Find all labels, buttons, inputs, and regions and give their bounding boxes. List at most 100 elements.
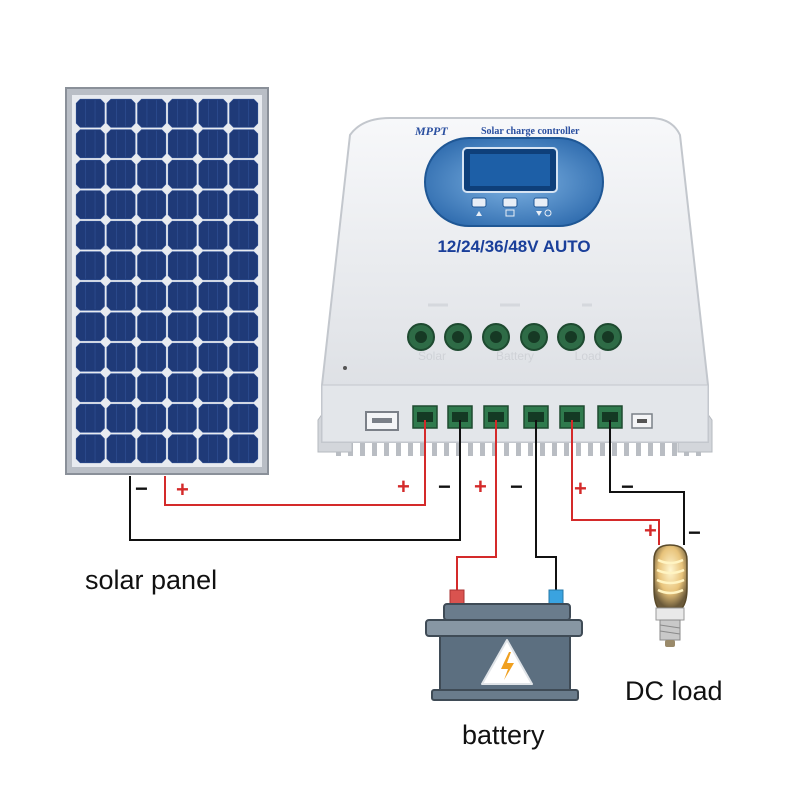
heatsink-fin	[396, 440, 401, 456]
heatsink-fin	[480, 440, 485, 456]
solar-cell	[137, 281, 167, 311]
round-terminal-hole	[490, 331, 502, 343]
solar-cell	[75, 98, 105, 128]
solar-cell	[198, 190, 228, 220]
menu-button	[502, 197, 518, 208]
solar-cell	[198, 281, 228, 311]
solar-cell	[75, 129, 105, 159]
battery-output-positive-sign: +	[474, 474, 487, 499]
wire-solar-negative	[129, 420, 461, 541]
screw-terminal-slot	[602, 412, 618, 422]
solar-cell	[106, 403, 136, 433]
port-label-load: Load	[575, 349, 602, 363]
solar-cell	[137, 159, 167, 189]
solar-cell	[198, 403, 228, 433]
heatsink-fin	[456, 440, 461, 456]
heatsink-fin	[612, 440, 617, 456]
heatsink-fin	[408, 440, 413, 456]
solar-cell	[229, 403, 259, 433]
solar-cell	[167, 159, 197, 189]
heatsink-fin	[660, 440, 665, 456]
solar-cell	[198, 251, 228, 281]
screw-terminal-slot	[528, 412, 544, 422]
solar-cell	[167, 129, 197, 159]
heatsink-fin	[516, 440, 521, 456]
solar-cell	[137, 403, 167, 433]
solar-cell	[198, 312, 228, 342]
solar-cell	[137, 251, 167, 281]
heatsink-fin	[600, 440, 605, 456]
heatsink-fin	[420, 440, 425, 456]
solar-cell	[137, 434, 167, 464]
solar-cell	[75, 281, 105, 311]
screw-terminals	[412, 405, 623, 429]
power-icon	[544, 209, 552, 217]
bulb-tip	[665, 640, 675, 647]
solar-cell	[106, 220, 136, 250]
solar-cell	[75, 373, 105, 403]
round-terminal-hole	[565, 331, 577, 343]
heatsink-fin	[672, 440, 677, 456]
solar-cell	[167, 251, 197, 281]
solar-cell	[167, 403, 197, 433]
battery-positive-terminal	[449, 589, 465, 605]
solar-cell	[137, 129, 167, 159]
heatsink-fin	[492, 440, 497, 456]
down-button	[533, 197, 549, 208]
solar-cell	[75, 220, 105, 250]
solar-cell	[229, 373, 259, 403]
solar-cell	[75, 342, 105, 372]
solar-cell	[229, 129, 259, 159]
sensor-jack-slot	[637, 419, 647, 423]
solar-input-positive-sign: +	[397, 474, 410, 499]
solar-cell	[137, 373, 167, 403]
screw-terminal-slot	[488, 412, 504, 422]
heatsink-fin	[624, 440, 629, 456]
solar-panel	[65, 87, 269, 475]
heatsink-fin	[432, 440, 437, 456]
solar-cell	[198, 434, 228, 464]
heatsink-fin	[504, 440, 509, 456]
solar-cell	[167, 98, 197, 128]
solar-cell	[75, 434, 105, 464]
solar-cell	[167, 281, 197, 311]
round-terminal-hole	[452, 331, 464, 343]
port-label-solar: Solar	[418, 349, 446, 363]
round-terminal-hole	[528, 331, 540, 343]
warning-bolt-icon	[481, 639, 533, 685]
solar-cell	[75, 251, 105, 281]
solar-cell	[198, 159, 228, 189]
solar-panel-positive-sign: +	[176, 477, 189, 502]
wire-load-negative	[609, 420, 685, 545]
heatsink-fin	[468, 440, 473, 456]
solar-cell	[167, 342, 197, 372]
solar-cell	[137, 312, 167, 342]
solar-cell	[75, 159, 105, 189]
status-led	[343, 366, 347, 370]
solar-cell	[198, 220, 228, 250]
load-output-positive-sign: +	[574, 476, 587, 501]
battery-rim	[425, 619, 583, 637]
solar-cell	[137, 342, 167, 372]
heatsink-fin	[372, 440, 377, 456]
solar-cell	[198, 98, 228, 128]
bulb-icon	[653, 544, 688, 647]
battery-base	[431, 689, 579, 701]
usb-slot	[372, 418, 392, 423]
solar-cell	[75, 312, 105, 342]
bulb-coils	[656, 558, 685, 595]
heatsink-fin	[648, 440, 653, 456]
heatsink-fin	[360, 440, 365, 456]
solar-cell	[137, 98, 167, 128]
solar-cell	[106, 373, 136, 403]
solar-cell	[229, 312, 259, 342]
solar-cell	[229, 342, 259, 372]
up-button	[471, 197, 487, 208]
controller-body	[321, 117, 709, 443]
solar-cell	[229, 159, 259, 189]
battery	[425, 589, 583, 701]
wiring	[129, 420, 685, 590]
heatsink-fin	[444, 440, 449, 456]
lcd-glow	[470, 154, 550, 186]
